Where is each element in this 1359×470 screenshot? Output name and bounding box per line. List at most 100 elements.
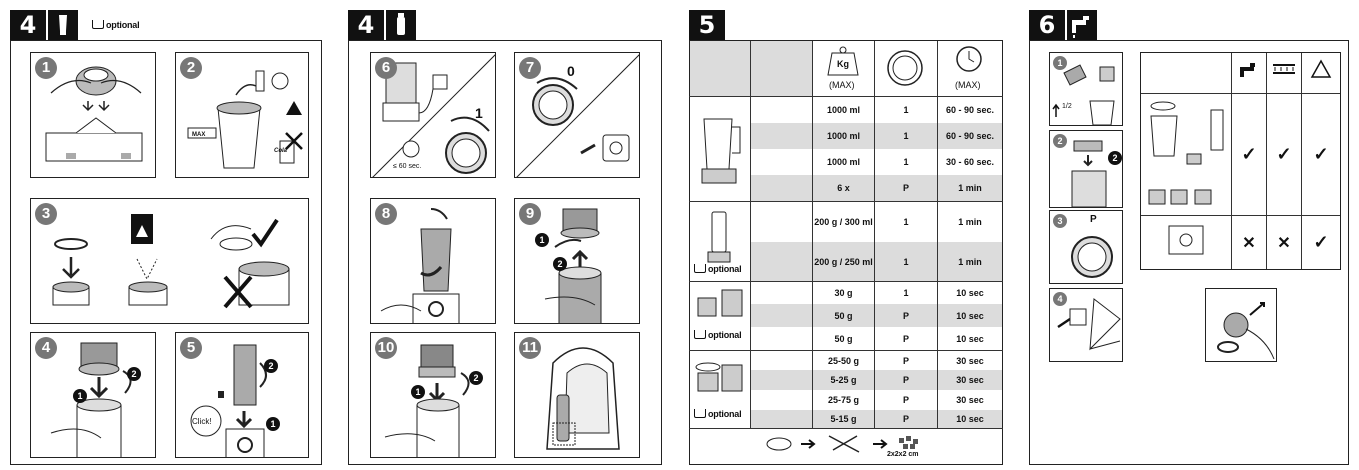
step-number: 8 <box>375 203 397 225</box>
time-cell: 60 - 90 sec. <box>938 123 1002 149</box>
chopper-image: optional <box>690 282 750 350</box>
step-number: 7 <box>519 57 541 79</box>
time-cell: 30 sec <box>956 395 984 405</box>
grid-line <box>1266 53 1267 269</box>
half-fill-label: 1/2 <box>1062 103 1072 110</box>
cart-icon <box>694 264 706 273</box>
grid-line <box>1231 53 1232 269</box>
header-blank <box>690 41 750 96</box>
grid-line <box>874 41 875 428</box>
grid-line <box>750 41 751 428</box>
step-3-illustration: 3 <box>30 198 309 324</box>
grid-line <box>1301 53 1302 269</box>
step-badge: 6 <box>1029 10 1065 40</box>
sub-step-number: 2 <box>127 367 141 381</box>
optional-label: optional <box>694 330 742 340</box>
jar-parts-image <box>1141 94 1231 215</box>
blade-cleaning-image <box>1205 288 1277 362</box>
faucet-icon <box>1232 53 1266 93</box>
cart-icon <box>694 330 706 339</box>
footer-steps: 2x2x2 cm <box>749 430 999 460</box>
clean-step-1: 1 1/2 <box>1049 52 1123 126</box>
cell-check: ✓ <box>1276 144 1292 164</box>
clean-step-3: 3 P <box>1049 210 1123 284</box>
grid-line <box>937 41 938 428</box>
speed-cell: 1 <box>903 105 909 115</box>
speed-0-label: 0 <box>567 63 575 79</box>
sub-step-number: 2 <box>553 257 567 271</box>
optional-label: optional <box>92 20 140 30</box>
speed-cell: 1 <box>875 242 937 281</box>
time-cell: 30 sec <box>956 355 984 366</box>
group-divider <box>689 201 1003 202</box>
panel-assembly-2: 4 6 1 ≤ 60 sec. 7 <box>348 10 662 465</box>
ingredient-cell <box>751 175 812 201</box>
speed-cell: P <box>875 175 937 201</box>
faucet-icon <box>1067 10 1097 40</box>
quantity-cell: 5-25 g <box>813 370 874 390</box>
sub-step-number: 1 <box>266 417 280 431</box>
group-divider <box>689 350 1003 351</box>
ingredient-cell <box>751 351 812 370</box>
sub-step-number: 2 <box>264 359 278 373</box>
step-number: 6 <box>375 57 397 79</box>
group-divider <box>689 281 1003 282</box>
quantity-cell: 1000 ml <box>826 157 861 167</box>
blender-jar-icon <box>48 10 78 40</box>
ingredient-cell <box>751 410 812 428</box>
panel-assembly-1: 4 optional 1 2 MA <box>10 10 322 465</box>
footer-cube-size: 2x2x2 cm <box>887 451 919 458</box>
bottle-image: optional <box>690 202 750 281</box>
quantity-cell: 50 g <box>813 304 874 327</box>
step-badge: 5 <box>689 10 725 40</box>
quantity-cell: 6 x <box>813 175 874 201</box>
speed-cell: 1 <box>903 288 909 298</box>
time-cell: 10 sec <box>938 410 1002 428</box>
sub-step-number: 2 <box>469 371 483 385</box>
ingredient-cell <box>751 123 812 149</box>
speed-cell: P <box>875 370 937 390</box>
header-ingredients <box>750 41 812 96</box>
step-number: 5 <box>180 337 202 359</box>
quantity-cell: 1000 ml <box>826 105 861 115</box>
step-number: 3 <box>1053 214 1067 228</box>
quantity-cell: 200 g / 300 ml <box>814 217 873 227</box>
step-5-illustration: 5 Click! 1 2 <box>175 332 309 458</box>
ingredient-cell <box>751 370 812 390</box>
speed-cell: P <box>875 304 937 327</box>
quantity-cell: 200 g / 250 ml <box>813 242 874 281</box>
step-number: 1 <box>35 57 57 79</box>
step-number: 9 <box>519 203 541 225</box>
sub-step-number: 2 <box>1108 151 1122 165</box>
ingredient-cell <box>751 149 812 175</box>
cell-check: ✓ <box>1241 144 1257 164</box>
clean-step-2: 2 2 <box>1049 130 1123 208</box>
cart-icon <box>694 409 706 418</box>
ingredient-cell <box>751 282 812 304</box>
time-cell: 1 min <box>958 217 982 227</box>
step-number: 1 <box>1053 56 1067 70</box>
time-cell: 1 min <box>938 242 1002 281</box>
clean-step-4: 4 <box>1049 288 1123 362</box>
motor-unit-image <box>1141 216 1231 269</box>
step-9-illustration: 9 1 2 <box>514 198 640 324</box>
time-cell: 30 - 60 sec. <box>945 157 995 167</box>
quantity-cell: 5-15 g <box>813 410 874 428</box>
step-1-illustration: 1 <box>30 52 156 178</box>
time-cell: 10 sec <box>938 304 1002 327</box>
optional-label: optional <box>694 264 742 274</box>
time-cell: 30 sec <box>938 370 1002 390</box>
step-2-illustration: 2 MAX Cola <box>175 52 309 178</box>
mill-image: optional <box>690 351 750 428</box>
speed-1-label: 1 <box>475 105 483 121</box>
speed-cell: P <box>902 355 909 366</box>
ingredient-cell <box>751 202 812 242</box>
ingredient-cell <box>751 242 812 281</box>
cell-check: ✓ <box>1313 144 1329 164</box>
speed-cell: P <box>875 410 937 428</box>
header-time: (MAX) <box>937 41 1002 96</box>
step-number: 11 <box>519 337 541 359</box>
max-label: (MAX) <box>955 80 981 90</box>
quantity-cell: 25-75 g <box>827 395 860 405</box>
portable-bottle-icon <box>386 10 416 40</box>
